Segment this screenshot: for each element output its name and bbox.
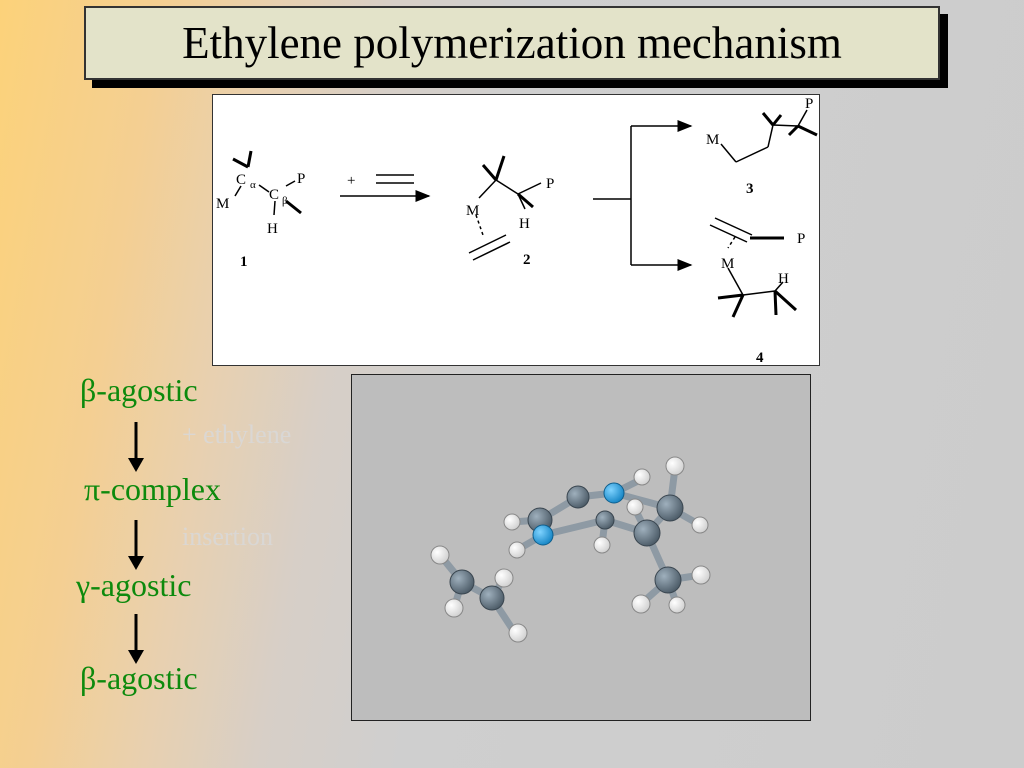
atom-c-alpha: C (236, 172, 246, 188)
compound-3-structure: M P 3 (706, 96, 818, 197)
branching-arrows (593, 120, 693, 271)
molecular-model-view (351, 374, 811, 721)
atom-p: P (797, 231, 805, 247)
step-label-insertion: insertion (182, 522, 273, 551)
slide-title: Ethylene polymerization mechanism (182, 18, 842, 68)
atom-p: P (805, 96, 813, 112)
atom-m: M (466, 203, 479, 219)
atom-p: P (546, 176, 554, 192)
plus-sign: + (347, 173, 355, 189)
ethylene-addition: + (340, 173, 431, 202)
atom-m: M (706, 132, 719, 148)
atom-h: H (778, 271, 789, 287)
ball-and-stick-model (430, 456, 711, 643)
compound-4-label: 4 (756, 350, 764, 365)
atom-c-beta: C (269, 187, 279, 203)
atom-m: M (216, 196, 229, 212)
compound-1-label: 1 (240, 254, 248, 270)
title-box: Ethylene polymerization mechanism (84, 6, 940, 80)
compound-2-structure: M P H 2 (466, 155, 554, 268)
stage-pi-complex: π-complex (84, 471, 221, 507)
down-arrow-icon (128, 422, 144, 472)
atom-h: H (519, 216, 530, 232)
alpha-subscript: α (250, 179, 256, 191)
compound-1-structure: M C α C β P H 1 (216, 150, 305, 270)
down-arrow-icon (128, 520, 144, 570)
atom-m: M (721, 256, 734, 272)
stage-beta-agostic-end: β-agostic (80, 660, 198, 696)
atom-p: P (297, 171, 305, 187)
reaction-scheme: M C α C β P H 1 + M (212, 94, 820, 366)
model-carbon-atoms (449, 485, 684, 611)
stage-beta-agostic-start: β-agostic (80, 372, 198, 408)
beta-subscript: β (282, 195, 288, 207)
stage-gamma-agostic: γ-agostic (76, 567, 192, 603)
compound-2-label: 2 (523, 252, 531, 268)
compound-3-label: 3 (746, 181, 754, 197)
model-hydrogen-atoms (430, 456, 711, 643)
down-arrow-icon (128, 614, 144, 664)
model-metal-atoms (532, 482, 625, 546)
atom-h: H (267, 221, 278, 237)
compound-4-structure: M P H 4 (709, 217, 805, 365)
step-label-add-ethylene: + ethylene (182, 420, 292, 449)
reaction-scheme-drawing: M C α C β P H 1 + M (216, 96, 818, 365)
